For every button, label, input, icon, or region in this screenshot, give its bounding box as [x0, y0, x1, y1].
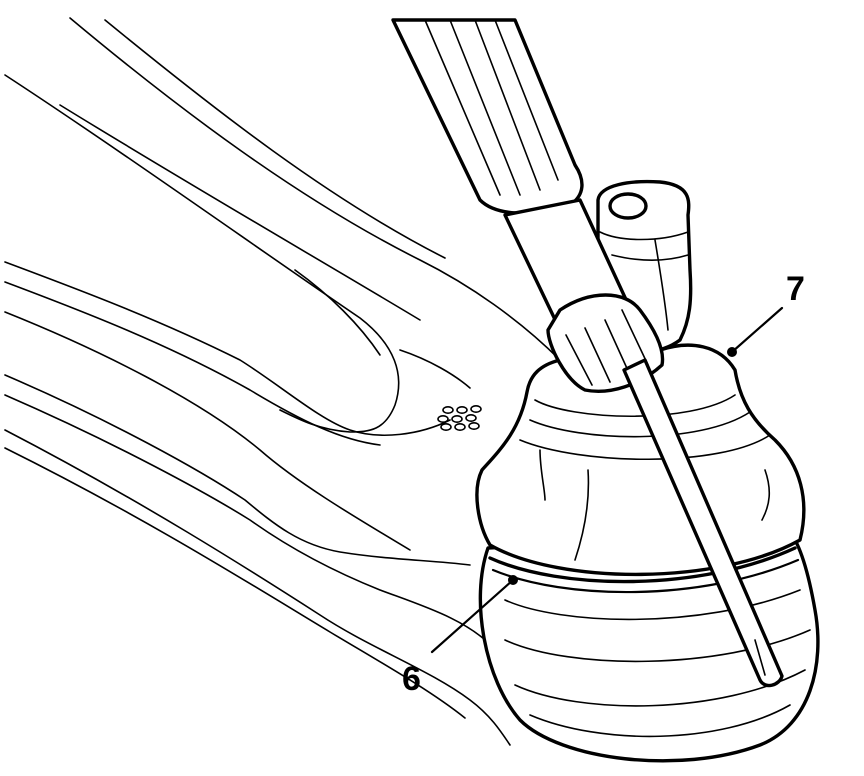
screwdriver-tool [391, 18, 784, 688]
arm-dimple-pattern [437, 404, 482, 431]
callout-6: 6 [402, 575, 518, 698]
callout-7: 7 [727, 270, 805, 357]
callout-label-6: 6 [402, 660, 421, 698]
control-arm [4, 17, 561, 746]
retaining-ring [488, 546, 800, 594]
callout-label-7: 7 [786, 270, 805, 308]
